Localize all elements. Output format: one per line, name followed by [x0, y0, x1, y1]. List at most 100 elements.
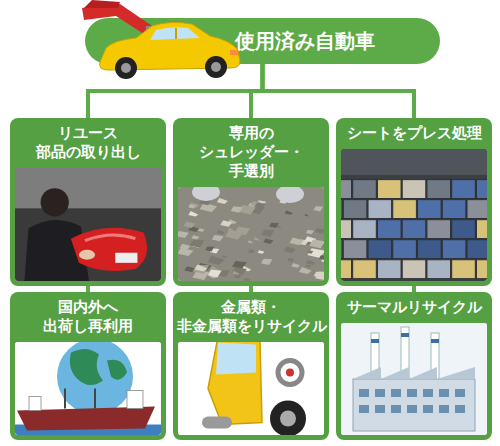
graphic-shape	[184, 222, 196, 228]
graphic-shape	[353, 367, 475, 379]
graphic-shape	[29, 397, 41, 411]
graphic-shape	[341, 220, 352, 239]
graphic-shape	[180, 244, 191, 250]
graphic-shape	[368, 240, 392, 259]
graphic-shape	[439, 405, 449, 413]
illustration	[15, 168, 161, 281]
illustration	[178, 342, 324, 435]
graphic-shape	[371, 339, 379, 343]
graphic-shape	[407, 389, 417, 397]
text-wrap: シートをプレス処理	[336, 118, 492, 147]
graphic-shape	[232, 271, 239, 275]
graphic-shape	[315, 271, 324, 280]
graphic-shape	[452, 180, 476, 199]
graphic-shape	[287, 258, 294, 262]
graphic-shape	[178, 342, 324, 435]
graphic-shape	[306, 230, 314, 235]
graphic-shape	[70, 349, 127, 385]
graphic-shape	[393, 200, 417, 219]
text-wrap: 国内外へ 出荷し再利用	[10, 292, 166, 340]
graphic-shape	[222, 255, 228, 258]
graphic-shape	[476, 260, 487, 279]
graphic-shape	[401, 333, 409, 337]
graphic-shape	[315, 228, 324, 234]
graphic-shape	[280, 411, 296, 427]
graphic-shape	[368, 200, 392, 219]
graphic-shape	[258, 250, 265, 254]
graphic-shape	[309, 239, 324, 248]
step-panel: サーマルリサイクル	[336, 292, 492, 440]
graphic-shape	[220, 220, 232, 226]
graphic-shape	[254, 237, 261, 241]
graphic-shape	[198, 228, 205, 232]
graphic-shape	[341, 200, 342, 219]
text-wrap: 使用済み自動車	[235, 18, 434, 64]
graphic-shape	[284, 247, 296, 253]
graphic-shape	[289, 237, 303, 245]
graphic-shape	[427, 260, 451, 279]
graphic-shape	[359, 405, 369, 413]
graphic-shape	[84, 0, 120, 8]
graphic-shape	[476, 180, 487, 199]
graphic-shape	[418, 200, 442, 219]
graphic-shape	[190, 240, 205, 248]
tree-connector	[88, 64, 263, 118]
graphic-shape	[205, 247, 214, 252]
graphic-shape	[286, 369, 294, 377]
graphic-shape	[115, 57, 137, 79]
graphic-shape	[94, 389, 96, 409]
graphic-shape	[205, 56, 227, 78]
graphic-shape	[341, 149, 487, 281]
graphic-shape	[195, 265, 208, 272]
graphic-shape	[455, 405, 465, 413]
text-wrap: リユース 部品の取り出し	[10, 118, 166, 166]
text-wrap: サーマルリサイクル	[336, 292, 492, 321]
tree-connector	[263, 64, 415, 118]
graphic-shape	[343, 200, 367, 219]
graphic-shape	[319, 255, 324, 260]
graphic-shape	[439, 389, 449, 397]
graphic-shape	[442, 200, 466, 219]
graphic-shape	[359, 389, 369, 397]
graphic-shape	[343, 240, 367, 259]
graphic-shape	[85, 235, 135, 241]
graphic-shape	[208, 342, 262, 425]
step-label: 専用の シュレッダー・手選別	[177, 124, 325, 180]
graphic-shape	[391, 405, 401, 413]
graphic-shape	[15, 342, 161, 435]
graphic-shape	[276, 187, 304, 203]
graphic-shape	[476, 220, 487, 239]
graphic-shape	[212, 235, 224, 241]
graphic-shape	[284, 210, 293, 215]
graphic-shape	[193, 265, 209, 274]
graphic-shape	[230, 50, 238, 55]
graphic-shape	[304, 213, 309, 216]
graphic-shape	[452, 260, 476, 279]
text-wrap: 専用の シュレッダー・手選別	[173, 118, 329, 184]
graphic-shape	[248, 240, 253, 243]
graphic-shape	[402, 180, 426, 199]
graphic-shape	[307, 250, 313, 253]
step-label: 国内外へ 出荷し再利用	[14, 298, 162, 336]
graphic-shape	[467, 240, 487, 259]
graphic-shape	[305, 264, 311, 267]
graphic-shape	[188, 211, 198, 216]
graphic-shape	[175, 28, 177, 39]
graphic-shape	[427, 220, 451, 239]
title-text: 使用済み自動車	[235, 29, 375, 54]
graphic-shape	[208, 270, 222, 278]
text-wrap: 金属類・ 非金属類をリサイクル	[173, 292, 329, 340]
graphic-shape	[211, 62, 221, 72]
graphic-shape	[15, 168, 161, 281]
graphic-shape	[423, 405, 433, 413]
graphic-shape	[244, 278, 251, 281]
graphic-shape	[299, 267, 312, 274]
graphic-shape	[353, 379, 475, 431]
graphic-shape	[377, 220, 401, 239]
illustration	[341, 149, 487, 281]
graphic-shape	[402, 220, 426, 239]
graphic-shape	[191, 235, 199, 239]
graphic-shape	[391, 389, 401, 397]
step-panel: 金属類・ 非金属類をリサイクル	[173, 292, 329, 440]
